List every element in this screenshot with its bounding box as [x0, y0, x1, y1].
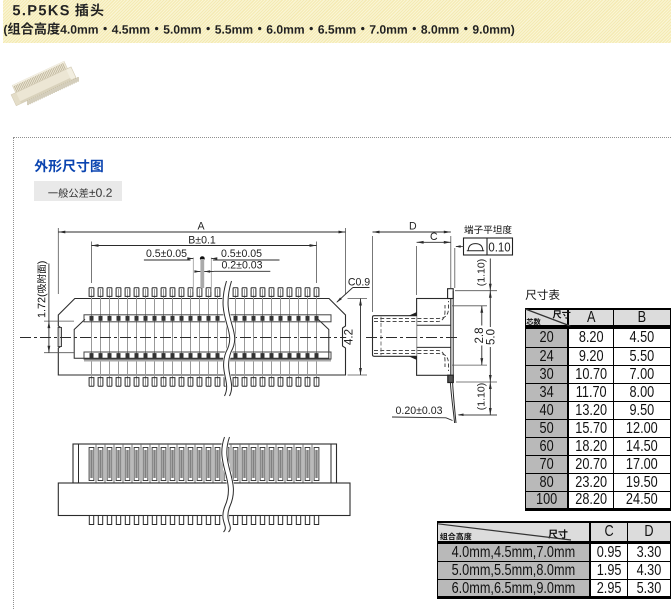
svg-text:C: C: [430, 230, 438, 242]
svg-text:0.5±0.05: 0.5±0.05: [221, 247, 262, 259]
svg-text:B±0.1: B±0.1: [188, 234, 216, 246]
svg-text:A: A: [197, 220, 205, 232]
svg-text:D: D: [409, 220, 417, 232]
svg-text:5.0: 5.0: [486, 329, 498, 345]
svg-text:(1.10): (1.10): [475, 383, 487, 410]
svg-text:C0.9: C0.9: [348, 276, 370, 288]
svg-text:0.2±0.03: 0.2±0.03: [221, 259, 262, 271]
svg-text:0.5±0.05: 0.5±0.05: [146, 247, 187, 259]
svg-text:2.8: 2.8: [474, 328, 486, 344]
svg-text:0.20±0.03: 0.20±0.03: [396, 405, 443, 417]
svg-text:(1.10): (1.10): [475, 259, 487, 286]
svg-text:0.10: 0.10: [488, 240, 510, 255]
svg-text:4.2: 4.2: [344, 329, 356, 345]
